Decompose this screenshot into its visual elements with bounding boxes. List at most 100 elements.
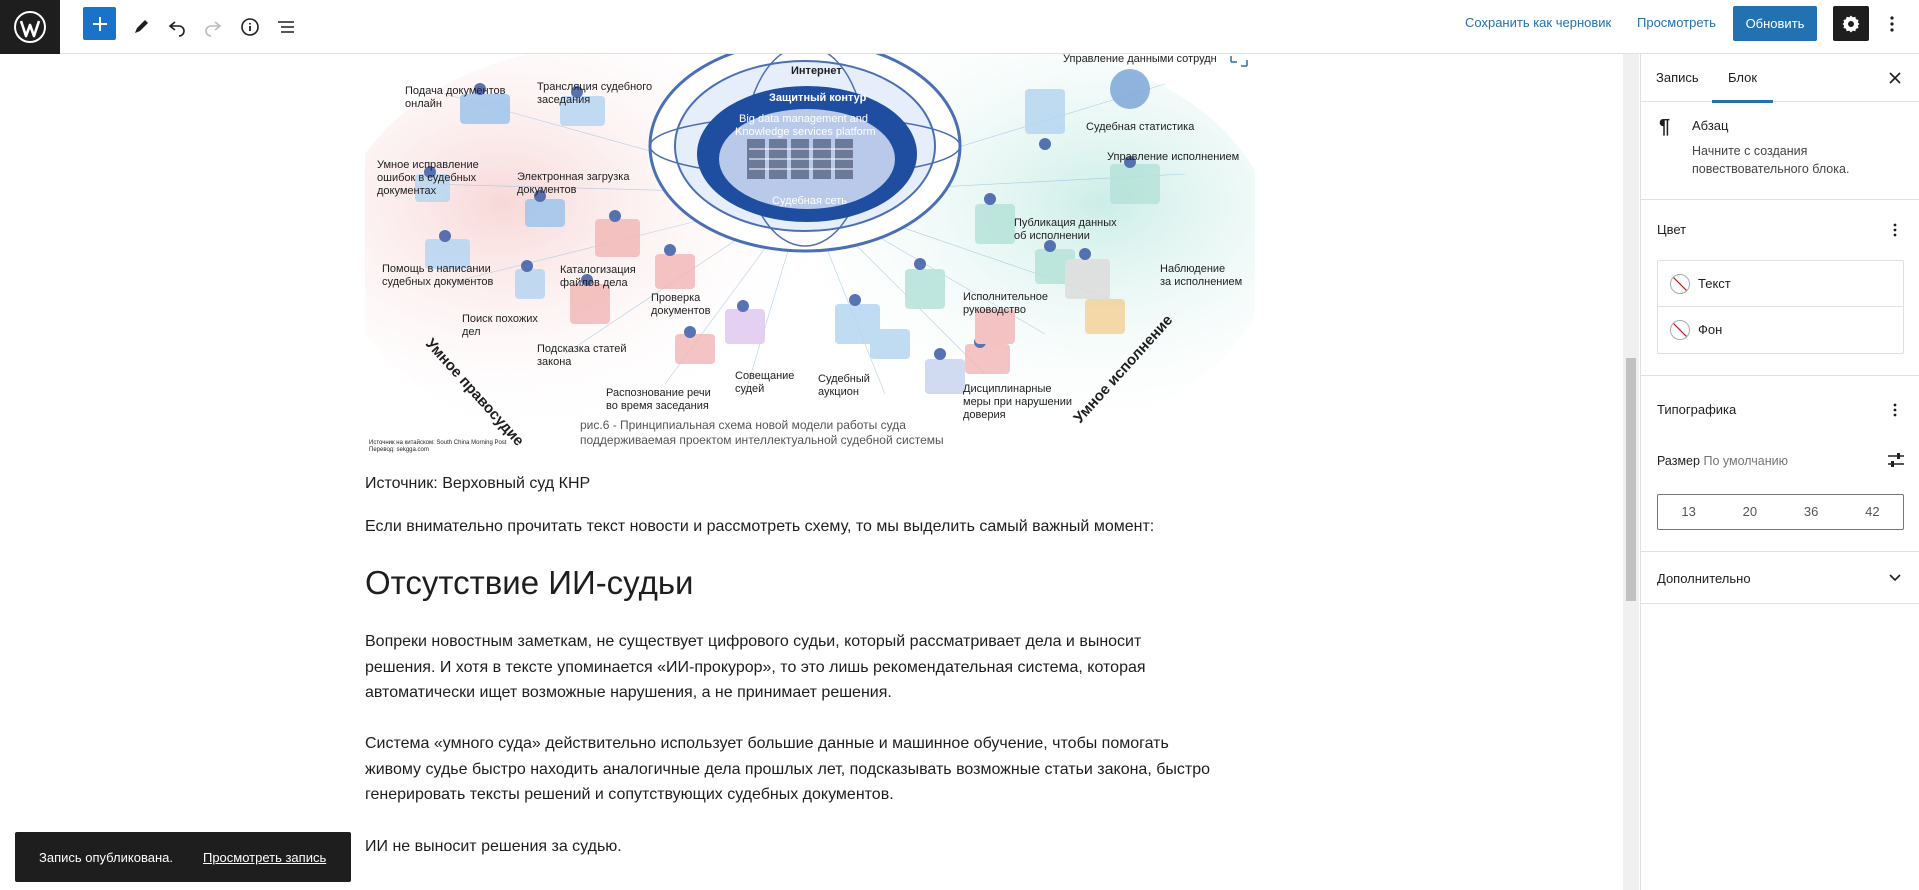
label-broadcast-2: заседания xyxy=(537,94,590,106)
font-size-option-42[interactable]: 42 xyxy=(1865,504,1880,519)
no-color-swatch-icon xyxy=(1670,320,1690,340)
snackbar-message: Запись опубликована. xyxy=(39,849,173,865)
label-smart-fix-3: документах xyxy=(377,185,437,197)
no-color-swatch-icon xyxy=(1670,274,1690,294)
label-platform-2: Knowledge services platform xyxy=(735,126,876,138)
label-speech-1: Распознование речи xyxy=(606,387,711,399)
typography-options-button[interactable] xyxy=(1883,398,1907,422)
editor-canvas: Интернет Защитный контур Big data manage… xyxy=(0,54,1623,890)
color-options: Текст Фон xyxy=(1657,260,1904,354)
wordpress-icon xyxy=(14,11,46,43)
close-icon xyxy=(1889,72,1901,84)
label-platform-1: Big data management and xyxy=(739,113,868,125)
font-size-option-13[interactable]: 13 xyxy=(1681,504,1696,519)
label-help-writing-1: Помощь в написании xyxy=(382,263,491,275)
image-expand-icon[interactable] xyxy=(1230,56,1248,67)
label-source-small-2: Перевод: sekgga.com xyxy=(369,447,429,453)
undo-button[interactable] xyxy=(159,9,195,45)
source-paragraph[interactable]: Источник: Верховный суд КНР xyxy=(365,475,591,492)
paragraph-2[interactable]: Система «умного суда» действительно испо… xyxy=(365,731,1265,808)
tab-post[interactable]: Запись xyxy=(1656,70,1699,85)
undo-icon xyxy=(168,21,185,37)
label-monitor-2: за исполнением xyxy=(1160,276,1242,288)
settings-sidebar: Запись Блок ¶ Абзац Начните с создания п… xyxy=(1640,54,1919,890)
save-draft-button[interactable]: Сохранить как черновик xyxy=(1465,15,1612,30)
label-smart-fix-1: Умное исправление xyxy=(377,159,479,171)
label-law-hint-1: Подсказка статей xyxy=(537,343,627,355)
pencil-icon xyxy=(135,20,148,33)
color-panel-title: Цвет xyxy=(1657,222,1687,237)
background-color-option[interactable]: Фон xyxy=(1658,307,1903,353)
typography-panel: Типографика Размер По умолчанию 13 20 36… xyxy=(1641,376,1919,552)
label-e-upload-1: Электронная загрузка xyxy=(517,171,630,183)
label-similar-1: Поиск похожих xyxy=(462,313,538,325)
chevron-down-icon xyxy=(1883,566,1907,590)
label-broadcast-1: Трансляция судебного xyxy=(537,81,652,93)
block-description-line-2: повествовательного блока. xyxy=(1692,162,1850,176)
label-exec-mgmt-2: руководство xyxy=(963,304,1026,316)
label-similar-2: дел xyxy=(462,326,481,338)
paragraph-icon: ¶ xyxy=(1659,116,1671,138)
settings-button[interactable] xyxy=(1833,6,1869,41)
label-smart-fix-2: ошибок в судебных xyxy=(377,172,477,184)
paragraph-1[interactable]: Вопреки новостным заметкам, не существуе… xyxy=(365,629,1265,706)
redo-icon xyxy=(205,21,222,37)
redo-button[interactable] xyxy=(195,9,231,45)
label-catalog-1: Каталогизация xyxy=(560,264,636,276)
label-auction-1: Судебный xyxy=(818,373,870,385)
advanced-panel[interactable]: Дополнительно xyxy=(1641,552,1919,604)
update-button[interactable]: Обновить xyxy=(1733,6,1817,41)
label-e-upload-2: документов xyxy=(517,184,577,196)
paragraph-3[interactable]: ИИ не выносит решения за судью. xyxy=(365,838,622,855)
intro-paragraph[interactable]: Если внимательно прочитать текст новости… xyxy=(365,518,1155,535)
list-view-button[interactable] xyxy=(268,9,304,45)
smart-court-diagram[interactable]: Интернет Защитный контур Big data manage… xyxy=(365,54,1255,454)
label-monitor-1: Наблюдение xyxy=(1160,263,1225,275)
color-options-button[interactable] xyxy=(1883,218,1907,242)
label-data-mgmt: Управление данными сотрудн xyxy=(1063,54,1217,65)
server-lines xyxy=(749,148,853,170)
people-illustrations xyxy=(415,69,1160,394)
add-block-button[interactable] xyxy=(83,7,116,40)
gear-icon xyxy=(1842,15,1860,32)
text-color-option[interactable]: Текст xyxy=(1658,261,1903,307)
label-discipline-2: меры при нарушении xyxy=(963,396,1072,408)
font-size-value: По умолчанию xyxy=(1703,454,1788,468)
paragraph-2-line-1: Система «умного суда» действительно испо… xyxy=(365,735,1169,752)
more-vertical-icon xyxy=(1893,223,1897,237)
font-size-option-20[interactable]: 20 xyxy=(1742,504,1758,519)
label-online-filing-1: Подача документов xyxy=(405,85,506,97)
label-help-writing-2: судебных документов xyxy=(382,276,494,288)
custom-size-button[interactable] xyxy=(1887,452,1905,473)
label-enforcement-mgmt: Управление исполнением xyxy=(1107,151,1239,163)
close-sidebar-button[interactable] xyxy=(1885,68,1905,88)
scrollbar-thumb[interactable] xyxy=(1626,358,1636,601)
font-size-option-36[interactable]: 36 xyxy=(1803,504,1819,519)
options-menu-button[interactable] xyxy=(1876,6,1908,41)
label-internet: Интернет xyxy=(791,65,842,77)
label-check-docs-1: Проверка xyxy=(651,292,701,304)
tab-block[interactable]: Блок xyxy=(1711,54,1774,103)
label-auction-2: аукцион xyxy=(818,386,859,398)
label-exec-mgmt-1: Исполнительное xyxy=(963,291,1048,303)
tools-button[interactable] xyxy=(123,9,159,45)
plus-icon xyxy=(92,16,107,31)
more-vertical-icon xyxy=(1890,15,1894,32)
block-description: Начните с создания повествовательного бл… xyxy=(1692,142,1849,178)
preview-button[interactable]: Просмотреть xyxy=(1637,15,1716,30)
paragraph-1-line-2: решения. И хотя в тексте упоминается «ИИ… xyxy=(365,658,1146,676)
content-scrollbar[interactable] xyxy=(1623,54,1639,890)
details-button[interactable] xyxy=(232,9,268,45)
section-heading[interactable]: Отсутствие ИИ-судьи xyxy=(365,564,694,601)
list-view-icon xyxy=(278,21,294,33)
editor-header: Сохранить как черновик Просмотреть Обнов… xyxy=(0,0,1919,54)
label-publish-1: Публикация данных xyxy=(1014,217,1117,229)
more-vertical-icon xyxy=(1893,403,1897,417)
paragraph-1-line-3: автоматически ищет возможные нарушения, … xyxy=(365,684,892,701)
view-post-link[interactable]: Просмотреть запись xyxy=(202,849,327,865)
label-speech-2: во время заседания xyxy=(606,400,709,412)
font-size-picker: 13 20 36 42 xyxy=(1657,494,1904,530)
label-source-small-1: Источник на китайском: South China Morni… xyxy=(369,439,507,446)
label-judicial-stats: Судебная статистика xyxy=(1086,121,1195,133)
wordpress-logo[interactable] xyxy=(0,0,60,54)
